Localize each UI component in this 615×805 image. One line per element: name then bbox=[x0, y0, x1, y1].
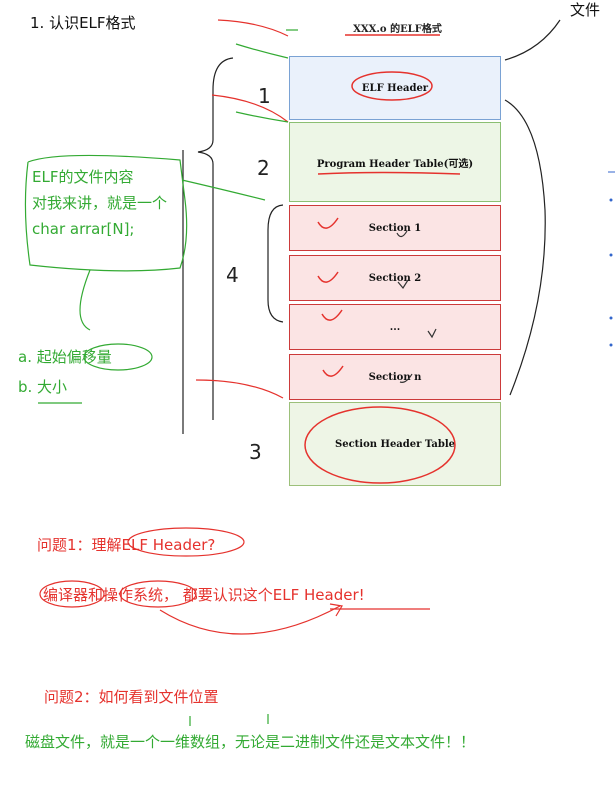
note-outline-stroke bbox=[24, 154, 188, 272]
question-2: 问题2：如何看到文件位置 bbox=[44, 688, 219, 706]
dot-3 bbox=[609, 316, 613, 320]
left-brace-stroke bbox=[197, 57, 234, 420]
check-3-stroke bbox=[321, 309, 343, 321]
note-line-3: char arrar[N]; bbox=[32, 220, 135, 238]
number-3: 3 bbox=[249, 440, 262, 464]
note-item-a: a. 起始偏移量 bbox=[18, 348, 112, 366]
sections-brace-stroke bbox=[267, 204, 284, 323]
offset-circle-stroke bbox=[83, 343, 153, 371]
number-2: 2 bbox=[257, 156, 270, 180]
number-4: 4 bbox=[226, 263, 239, 287]
green-arrow-1-stroke bbox=[235, 43, 289, 59]
compiler-circle-stroke bbox=[39, 580, 105, 608]
pht-underline-stroke bbox=[317, 171, 461, 175]
green-arrow-3-stroke bbox=[181, 179, 266, 201]
section-n-label: Section n bbox=[368, 371, 422, 383]
q1-circle-stroke bbox=[127, 527, 245, 557]
check-1-stroke bbox=[317, 217, 339, 229]
section-dots-block: ... bbox=[289, 304, 501, 350]
dot-4 bbox=[609, 343, 613, 347]
mark-4-stroke bbox=[399, 373, 413, 383]
note-line-1: ELF的文件内容 bbox=[32, 168, 134, 186]
sht-circle-stroke bbox=[304, 406, 456, 484]
red-arrow-1-stroke bbox=[217, 19, 289, 37]
note-item-b: b. 大小 bbox=[18, 378, 68, 396]
elf-header-block: ELF Header bbox=[289, 56, 501, 120]
disk-note: 磁盘文件，就是一个一维数组，无论是二进制文件还是文本文件！！ bbox=[25, 733, 476, 751]
section-2-block: Section 2 bbox=[289, 255, 501, 301]
dot-2 bbox=[609, 253, 613, 257]
diagram-title: XXX.o 的ELF格式 bbox=[353, 24, 442, 35]
mark-2-stroke bbox=[397, 279, 409, 290]
elf-header-circle-stroke bbox=[351, 71, 433, 101]
check-4-stroke bbox=[322, 365, 344, 377]
red-arrow-3-stroke bbox=[195, 379, 284, 399]
q1-link-head-stroke bbox=[329, 603, 343, 617]
section-header-table-block: Section Header Table bbox=[289, 402, 501, 486]
dot-1 bbox=[609, 198, 613, 202]
mark-1-stroke bbox=[396, 230, 408, 238]
section-1-label: Section 1 bbox=[368, 222, 422, 234]
section-dots-label: ... bbox=[389, 321, 401, 333]
page-title: 1. 认识ELF格式 bbox=[30, 14, 136, 32]
program-header-table-label: Program Header Table(可选) bbox=[316, 158, 474, 170]
corner-text: 文件 bbox=[570, 1, 601, 19]
section-2-label: Section 2 bbox=[368, 272, 422, 284]
q1-link-stroke bbox=[159, 605, 341, 635]
note-down-arrow-stroke bbox=[79, 269, 91, 331]
note-line-2: 对我来讲，就是一个 bbox=[32, 194, 168, 212]
section-n-block: Section n bbox=[289, 354, 501, 400]
note-box: ELF的文件内容 对我来讲，就是一个 char arrar[N]; bbox=[24, 158, 184, 268]
os-circle-stroke bbox=[119, 580, 197, 608]
program-header-table-block: Program Header Table(可选) bbox=[289, 122, 501, 202]
red-arrow-2-stroke bbox=[211, 94, 289, 123]
check-2-stroke bbox=[317, 271, 339, 283]
section-header-table-label: Section Header Table bbox=[334, 438, 456, 450]
right-brace-stroke bbox=[504, 99, 546, 396]
elf-header-label: ELF Header bbox=[361, 82, 429, 94]
green-arrow-2-stroke bbox=[235, 111, 289, 123]
number-1: 1 bbox=[258, 84, 271, 108]
question-1: 问题1：理解ELF Header? bbox=[37, 536, 216, 554]
mark-3-stroke bbox=[427, 328, 437, 339]
right-arrow-top-stroke bbox=[504, 19, 561, 61]
